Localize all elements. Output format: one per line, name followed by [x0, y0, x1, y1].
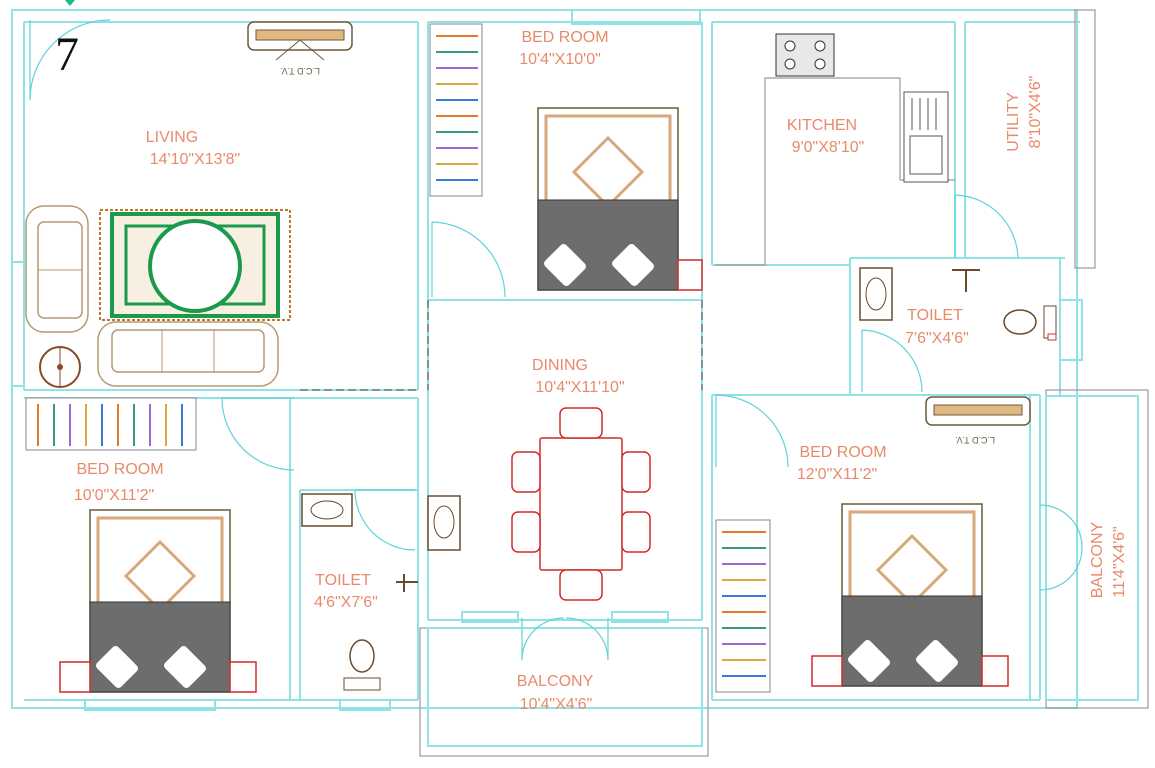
toilet1-size: 7'6"X4'6": [905, 330, 969, 347]
tv-label: L.C.D T.V.: [280, 66, 320, 76]
bed2-size: 12'0"X11'2": [797, 466, 877, 483]
rug: [99, 209, 291, 321]
toilet2-size: 4'6"X7'6": [314, 594, 378, 611]
bed3-size: 10'0"X11'2": [74, 487, 154, 504]
unit-number: 7: [55, 28, 79, 81]
toilet1-name: TOILET: [907, 307, 963, 324]
tv-label-bed2: L.C.D T.V.: [955, 435, 995, 445]
bed-bed1: [537, 107, 703, 291]
washbasin-toilet2: [301, 493, 353, 527]
dining-size: 10'4"X11'10": [535, 379, 624, 396]
washbasin-dining: [427, 495, 461, 551]
wc-toilet1: [1003, 305, 1057, 341]
toilet2-name: TOILET: [315, 572, 371, 589]
north-arrow-icon: [65, 0, 75, 6]
room-labels: LIVING 14'10"X13'8" BED ROOM 10'4"X10'0"…: [74, 29, 1128, 713]
wardrobe-bed1: [429, 23, 483, 197]
sofa-set: [25, 205, 279, 388]
balcony2-name: BALCONY: [1089, 521, 1106, 598]
living-size: 14'10"X13'8": [150, 151, 240, 168]
dining-table: [511, 407, 651, 601]
wardrobe-bed3: [25, 397, 197, 451]
doors: [29, 19, 1083, 661]
bed-bed3: [59, 509, 257, 693]
stove-icon: [775, 33, 835, 77]
balcony1-size: 10'4"X4'6": [520, 696, 593, 713]
washbasin-toilet1: [859, 267, 893, 321]
lcd-tv-living: [247, 21, 353, 61]
living-name: LIVING: [146, 129, 198, 146]
shower-icon: [952, 269, 980, 292]
bed-bed2: [811, 503, 1009, 687]
kitchen-name: KITCHEN: [787, 117, 857, 134]
wardrobe-bed2: [715, 519, 771, 693]
wc-toilet2: [343, 639, 381, 691]
bed1-name: BED ROOM: [521, 29, 608, 46]
balcony2-size: 11'4"X4'6": [1111, 526, 1128, 597]
lcd-tv-bed2: [925, 396, 1031, 426]
kitchen-size: 9'0"X8'10": [792, 139, 865, 156]
bed1-size: 10'4"X10'0": [519, 51, 601, 68]
bed2-name: BED ROOM: [799, 444, 886, 461]
sink-icon: [903, 91, 949, 183]
utility-name: UTILITY: [1005, 92, 1022, 152]
bed3-name: BED ROOM: [76, 461, 163, 478]
dining-name: DINING: [532, 357, 588, 374]
utility-size: 8'10"X4'6": [1027, 76, 1044, 149]
shower-icon-toilet2: [396, 574, 418, 592]
balcony1-name: BALCONY: [517, 673, 594, 690]
